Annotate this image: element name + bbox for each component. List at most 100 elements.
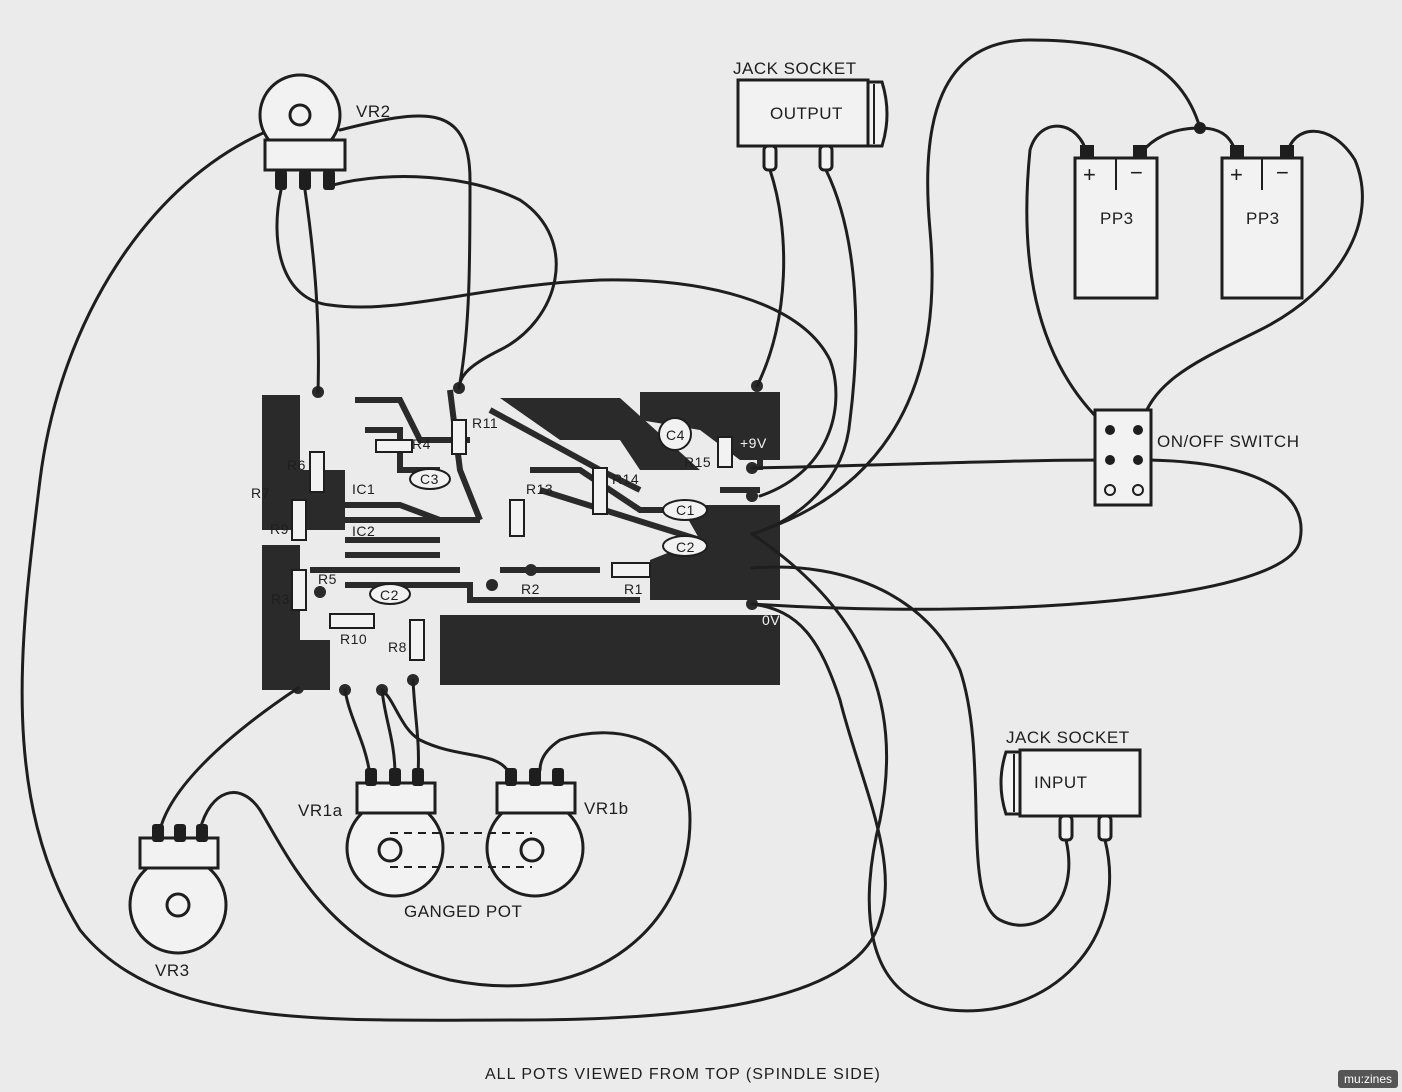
wire-input-1 [750,565,1071,927]
pot-vr2-spindle [288,103,312,127]
switch-lug [1133,455,1143,465]
capacitor-c2-b [662,535,708,557]
battery-2-plus-sign: + [1230,162,1244,187]
wire-vr1a-1 [343,688,372,777]
wire-vr2-1 [275,188,838,498]
label-output: OUTPUT [770,104,843,123]
pot-vr1a-housing [355,781,437,815]
pcb-components [291,417,733,661]
wire-vr2-outer [338,114,472,390]
pcb-copper-right-mid [650,505,780,600]
wires [20,38,1364,1022]
pot-vr1b-lug [552,768,564,786]
pot-ganged [345,768,585,898]
junctions [1194,122,1206,134]
label-r9: R9 [270,521,289,537]
wire-input-2 [750,532,1112,1013]
junction-dot [1194,122,1206,134]
pot-vr3-spindle [165,892,191,918]
label-r3: R3 [271,591,290,607]
resistor-r14 [592,467,608,515]
label-r8: R8 [388,639,407,655]
pot-vr2-lug [275,170,287,190]
label-battery-1: PP3 [1100,209,1134,228]
battery-1-plus-sign: + [1083,162,1097,187]
wire-vr2-2 [303,188,320,394]
pcb-trace [539,487,701,543]
pot-vr3-lug [152,824,164,842]
switch-lug [1104,484,1116,496]
label-vr1a: VR1a [298,801,343,820]
pad [525,564,537,576]
pcb-copper-left [262,395,345,530]
pot-vr1b-spindle [519,837,545,863]
pcb-copper-left-lower [262,545,330,690]
wire-switch-1 [750,458,1112,470]
label-input-jack-title: JACK SOCKET [1006,728,1130,747]
label-plus9v: +9V [740,435,767,451]
label-r5: R5 [318,571,337,587]
pcb-trace [355,397,470,443]
battery-2 [1220,145,1304,300]
resistor-r3 [291,569,307,611]
wire-vr1a-2 [380,688,397,777]
label-c4: C4 [666,427,685,443]
pcb-trace [720,437,763,470]
pad [746,490,758,502]
label-r13: R13 [526,481,554,497]
resistor-r11 [451,419,467,455]
label-0v: 0V [762,612,781,628]
battery-1-minus-sign: − [1130,160,1144,185]
battery-2-terminal-minus [1280,145,1294,159]
resistor-r13 [509,499,525,537]
wire-battery-top [750,38,1202,536]
wire-vr1a-3 [411,678,420,777]
capacitor-c4 [658,417,692,451]
label-r14: R14 [612,471,640,487]
resistor-r8 [409,619,425,661]
label-c1: C1 [676,502,695,518]
label-vr1b: VR1b [584,799,629,818]
label-r11: R11 [472,415,499,431]
resistor-r4 [375,439,413,453]
wire-battery-plus1 [1025,124,1112,432]
pot-vr3 [128,824,228,955]
label-c3: C3 [420,471,439,487]
pot-vr1a-lug [412,768,424,786]
switch-lug [1133,425,1143,435]
jack-input [999,748,1142,842]
battery-2-terminal-plus [1230,145,1244,159]
capacitor-c1 [662,499,708,521]
pot-vr1b-lug [529,768,541,786]
label-vr3: VR3 [155,961,190,980]
battery-1-terminal-plus [1080,145,1094,159]
wire-output-2 [750,168,858,536]
label-ic1: IC1 [352,481,376,497]
jack-input-lug [1058,814,1074,842]
battery-1-terminal-minus [1133,145,1147,159]
label-ic2: IC2 [352,523,376,539]
pad [277,484,289,496]
label-r4: R4 [412,436,431,452]
jack-output [736,78,889,172]
label-switch: ON/OFF SWITCH [1157,432,1300,451]
pot-vr1b-housing [495,781,577,815]
jack-input-lug [1097,814,1113,842]
pot-vr1a-spindle [377,837,403,863]
label-ganged-pot: GANGED POT [404,902,523,921]
label-r1: R1 [624,581,643,597]
pot-vr3-lug [174,824,186,842]
wire-vr2-3 [331,175,558,390]
label-input: INPUT [1034,773,1088,792]
label-r15: R15 [684,454,712,470]
pot-vr2-lug [323,170,335,190]
jack-input-body [1018,748,1142,818]
resistor-r10 [329,613,375,629]
label-vr2: VR2 [356,102,391,121]
pot-vr1a-lug [365,768,377,786]
resistor-r9 [291,499,307,541]
label-r6: R6 [287,457,306,473]
pad [486,579,498,591]
pot-vr1b-lug [505,768,517,786]
